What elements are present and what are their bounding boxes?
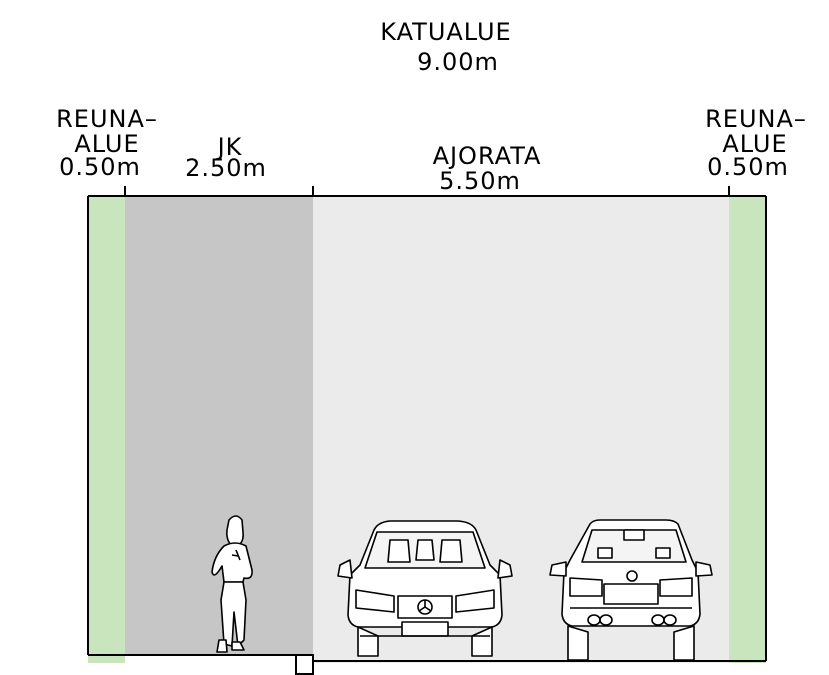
pedestrian-icon xyxy=(211,515,253,653)
roadway-label: AJORATA xyxy=(433,142,542,170)
right-verge-area xyxy=(729,196,766,663)
van-icon xyxy=(337,520,513,657)
sidewalk-label: JK xyxy=(216,133,243,161)
right-verge-width: 0.50m xyxy=(707,153,789,181)
curb xyxy=(295,654,314,675)
left-verge-width: 0.50m xyxy=(59,153,141,181)
left-verge-label-1: REUNA– xyxy=(56,105,158,133)
section-outline xyxy=(87,195,767,662)
roadway-width: 5.50m xyxy=(439,167,521,195)
left-verge-area xyxy=(88,196,125,663)
left-verge-label-2: ALUE xyxy=(74,130,139,158)
street-area-width: 9.00m xyxy=(417,48,499,76)
right-verge-label-2: ALUE xyxy=(722,130,787,158)
sidewalk-width: 2.50m xyxy=(185,154,267,182)
suv-icon xyxy=(549,519,713,661)
sidewalk-area xyxy=(125,196,313,655)
street-area-title: KATUALUE xyxy=(380,18,511,46)
boundary-ticks xyxy=(124,186,730,196)
right-verge-label-1: REUNA– xyxy=(705,105,807,133)
